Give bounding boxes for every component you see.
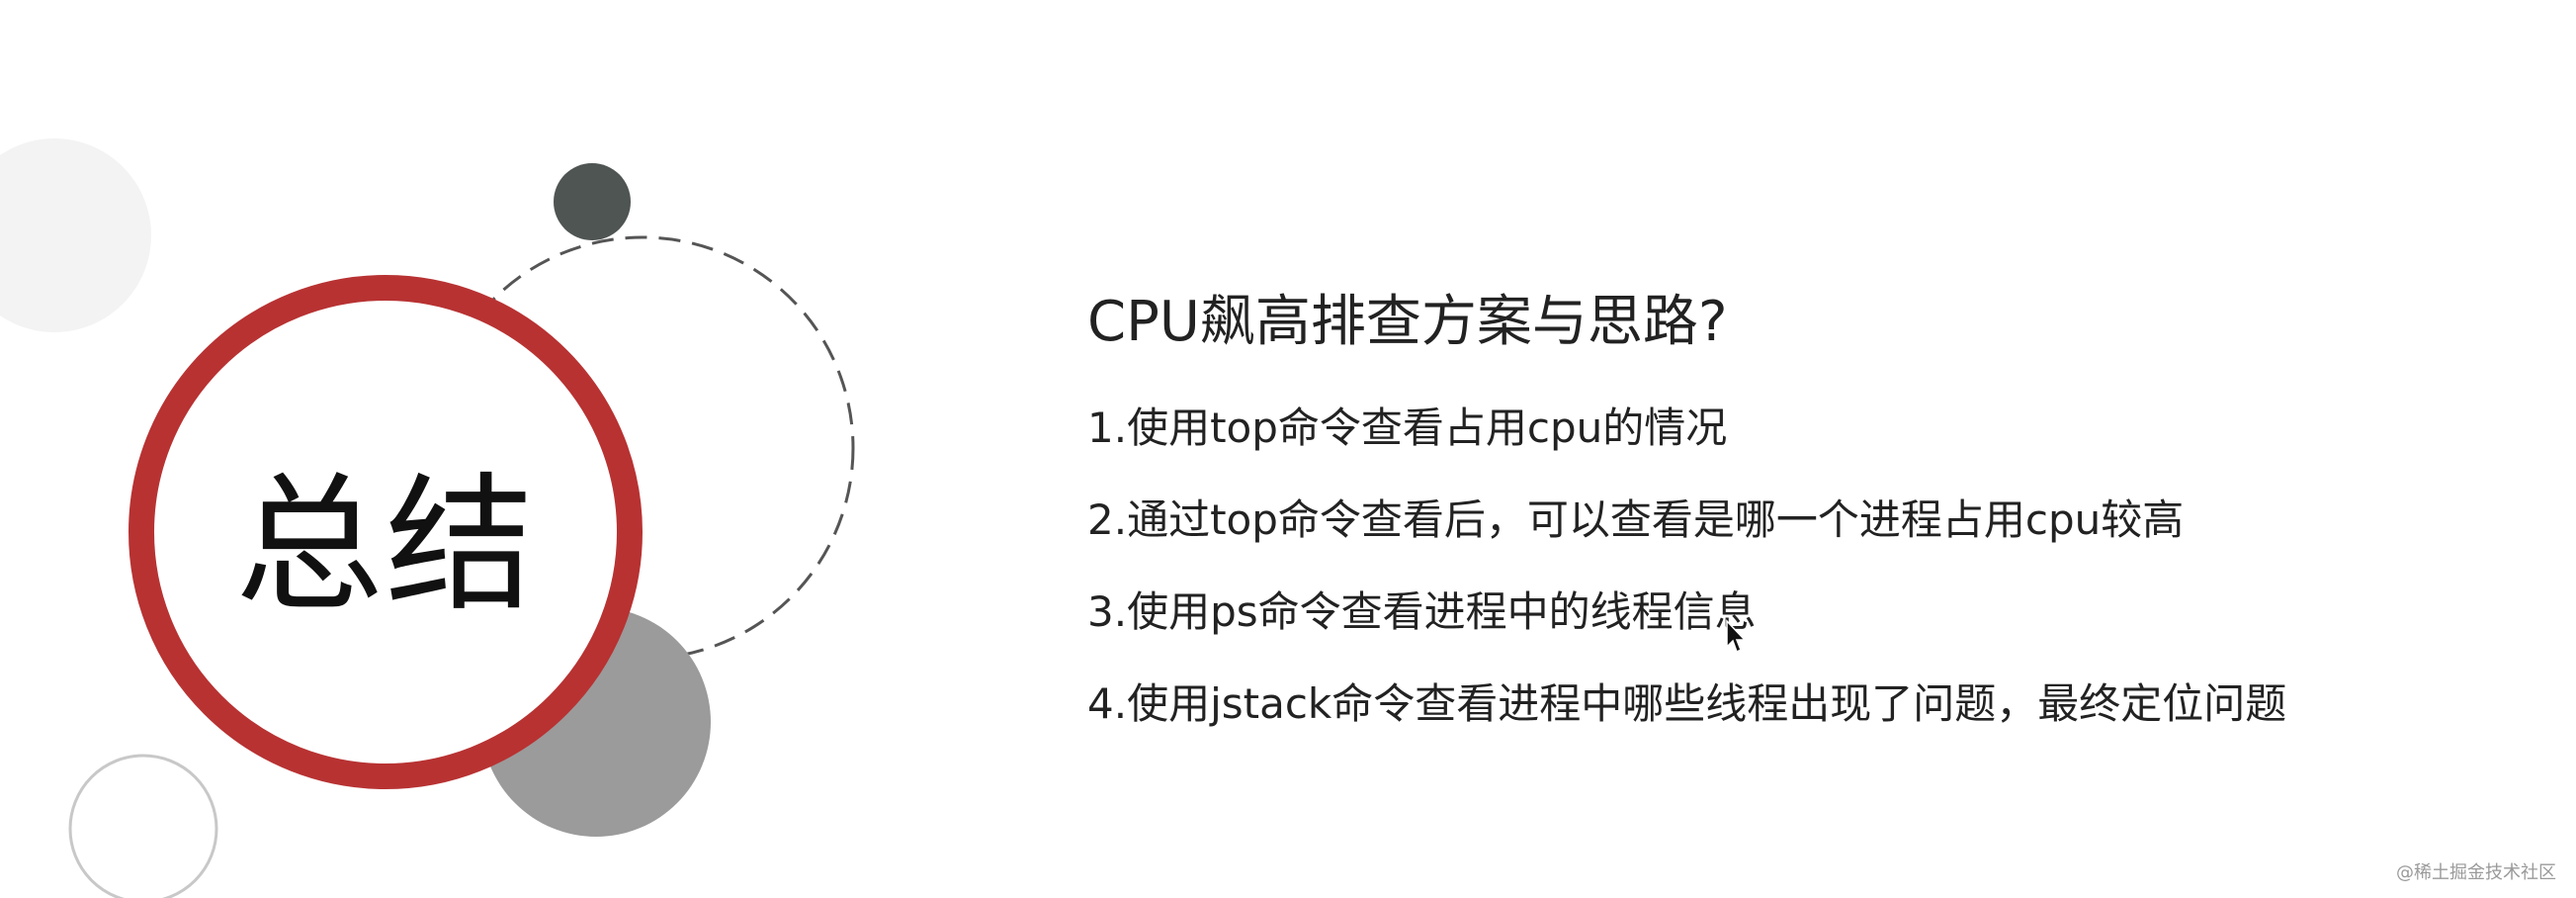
slide-heading: CPU飙高排查方案与思路? <box>1087 290 1728 354</box>
points-list: 1.使用top命令查看占用cpu的情况 2.通过top命令查看后，可以查看是哪一… <box>1087 399 2471 766</box>
summary-title: 总结 <box>234 459 536 632</box>
outline-circle <box>68 754 218 898</box>
mouse-pointer-icon <box>1726 619 1747 654</box>
list-item: 2.通过top命令查看后，可以查看是哪一个进程占用cpu较高 <box>1087 495 2185 544</box>
light-gray-circle <box>0 138 151 332</box>
watermark-text: @稀土掘金技术社区 <box>2396 862 2556 883</box>
dark-gray-circle <box>554 163 631 240</box>
content-block: CPU飙高排查方案与思路? 1.使用top命令查看占用cpu的情况 2.通过to… <box>1087 277 2471 766</box>
red-ring-circle <box>129 275 643 789</box>
list-item: 1.使用top命令查看占用cpu的情况 <box>1087 404 1728 452</box>
list-item: 4.使用jstack命令查看进程中哪些线程出现了问题，最终定位问题 <box>1087 679 2287 728</box>
list-item: 3.使用ps命令查看进程中的线程信息 <box>1087 587 1757 636</box>
dashed-circle <box>430 235 855 661</box>
